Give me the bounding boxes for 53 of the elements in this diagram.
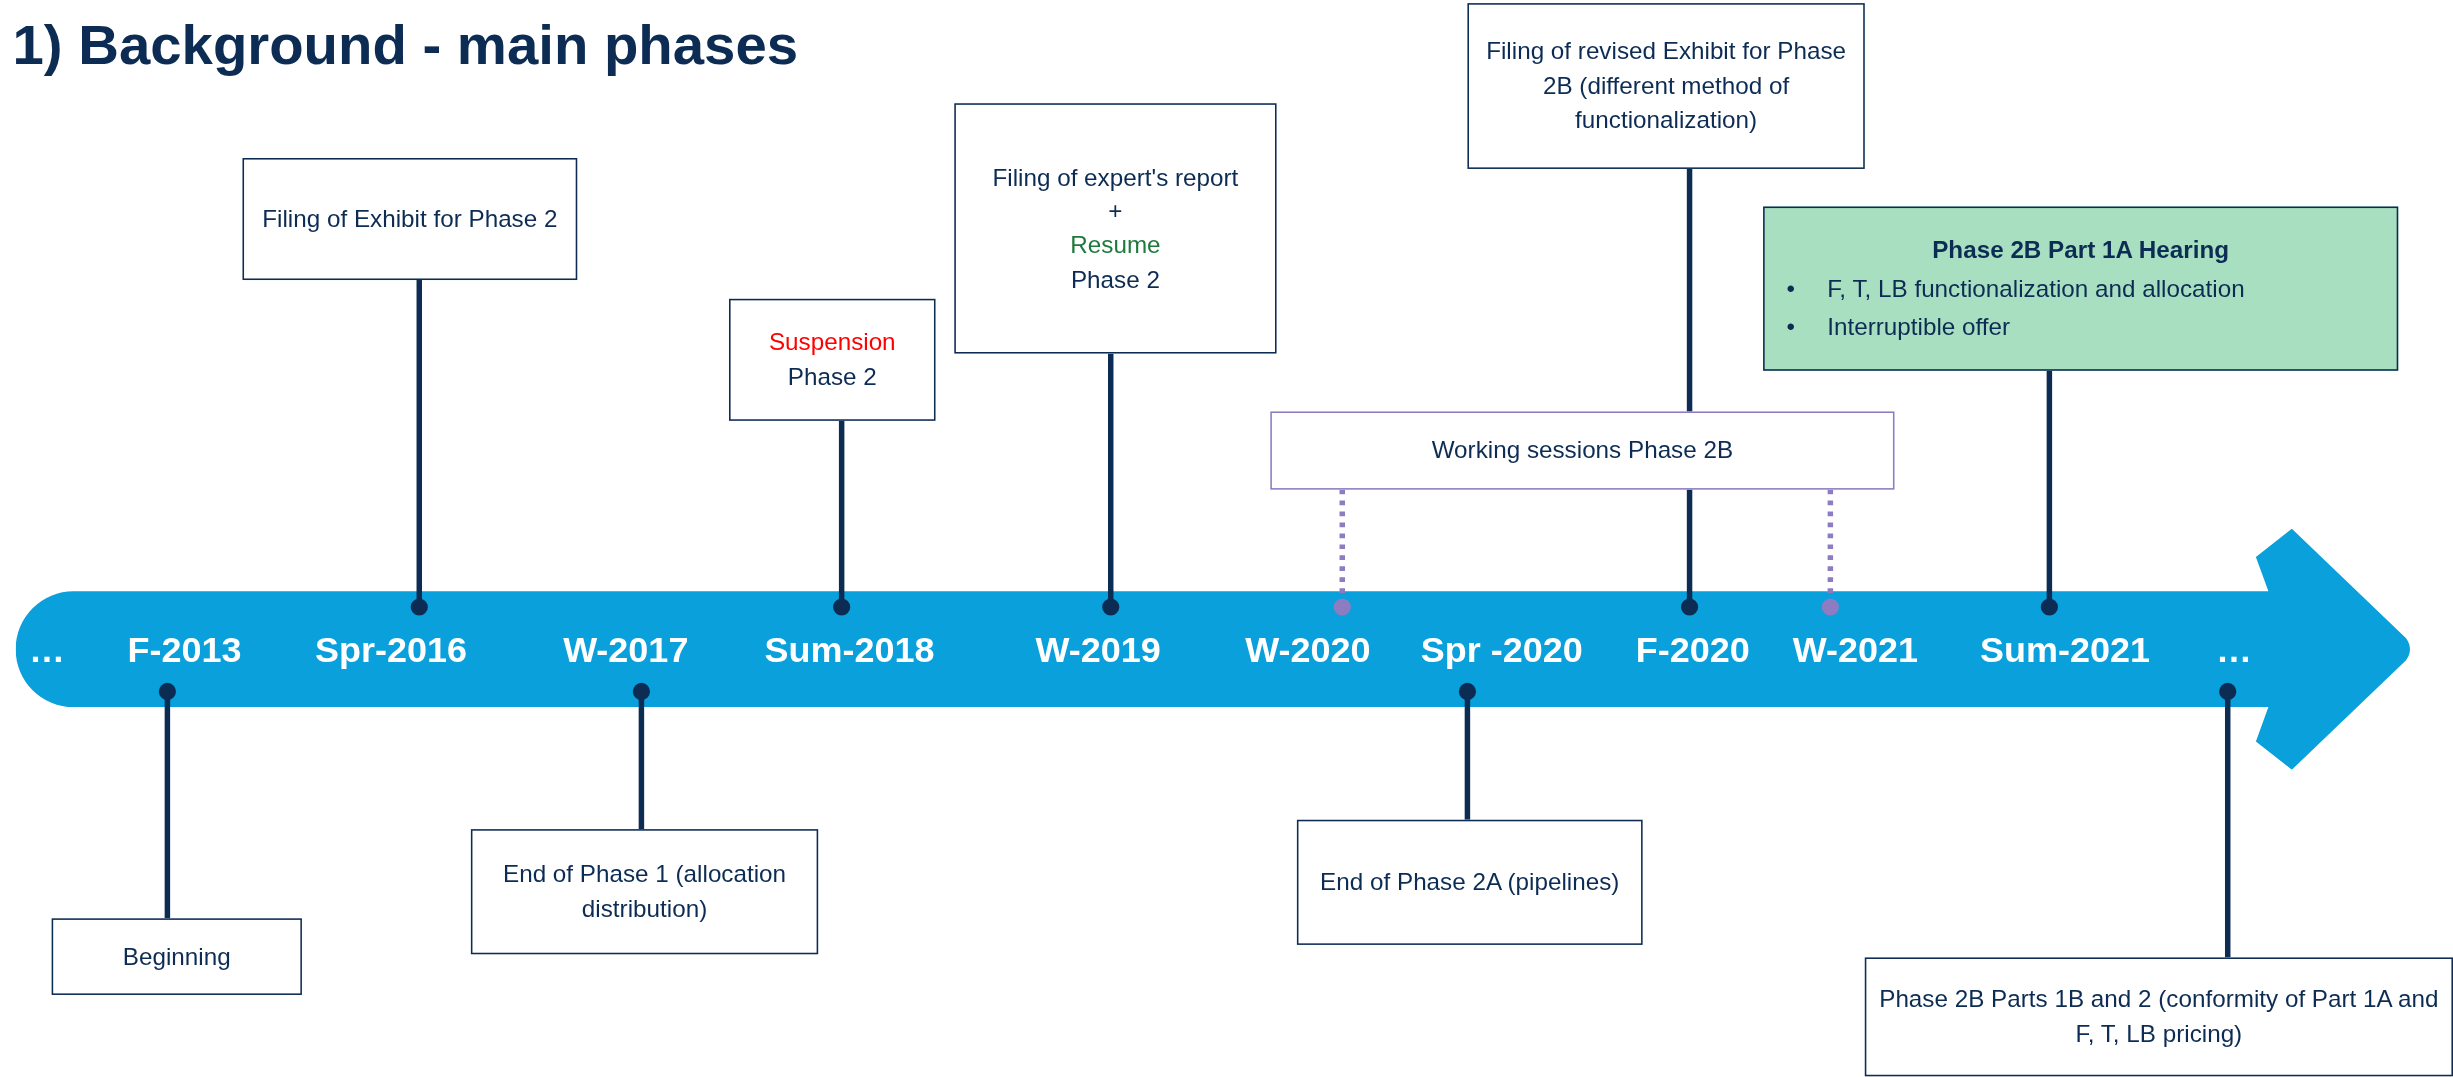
date-label: W-2019	[1035, 607, 1161, 692]
highlight-box	[1763, 206, 2399, 371]
date-label: W-2017	[563, 607, 689, 692]
timeline-arrow	[15, 528, 2410, 770]
leader-line	[2040, 370, 2058, 616]
event-box	[729, 298, 936, 421]
event-box	[242, 158, 578, 281]
box-text: Suspension	[768, 328, 896, 358]
box-text: +	[1108, 196, 1123, 227]
leader-line	[410, 280, 428, 616]
bullet-text: Interruptible offer	[1827, 312, 2011, 342]
leader-line	[833, 420, 851, 616]
event-box	[1270, 411, 1895, 490]
box-text: Phase 2	[1070, 264, 1160, 295]
date-label: F-2013	[127, 607, 242, 692]
bullet-text: F, T, LB functionalization and allocation	[1827, 273, 2245, 304]
date-label: W-2021	[1792, 607, 1919, 692]
box-text: Working sessions Phase 2B	[1431, 435, 1734, 466]
date-label: W-2020	[1245, 607, 1371, 692]
box-text: Filing of revised Exhibit for Phase 2B (different method of functionalization)	[1485, 37, 1848, 135]
box-heading: Phase 2B Part 1A Hearing	[1932, 235, 2230, 265]
box-text: Resume	[1070, 230, 1161, 261]
box-text: Filing of expert's report	[992, 162, 1239, 193]
box-text: Beginning	[122, 941, 231, 972]
leader-line	[158, 682, 176, 919]
event-box	[1864, 957, 2453, 1077]
bullet-marker: •	[1785, 312, 1797, 342]
event-box	[51, 918, 302, 995]
event-box	[954, 103, 1277, 354]
date-label: F-2020	[1635, 607, 1750, 692]
date-label: Spr -2020	[1420, 607, 1583, 692]
event-box	[1296, 819, 1643, 945]
box-text: Phase 2	[787, 361, 877, 392]
leader-line	[632, 682, 650, 830]
leader-line	[1458, 682, 1476, 820]
box-text: End of Phase 1 (allocation distribution)	[502, 859, 788, 924]
date-label: Spr-2016	[315, 607, 468, 692]
date-label: Sum-2018	[764, 607, 935, 692]
leader-line	[1102, 353, 1120, 616]
box-text: Phase 2B Parts 1B and 2 (conformity of Part 1A and F, T, LB pricing)	[1878, 985, 2439, 1049]
event-box	[1467, 3, 1865, 169]
event-box	[470, 829, 819, 955]
title: 1) Background - main phases	[12, 12, 799, 79]
leader-line	[1680, 168, 1699, 616]
date-label: …	[28, 607, 65, 692]
box-text: End of Phase 2A (pipelines)	[1320, 867, 1620, 898]
leader-line	[1821, 489, 1839, 616]
box-text: Filing of Exhibit for Phase 2	[262, 204, 558, 234]
bullet-marker: •	[1785, 273, 1797, 304]
leader-line	[2219, 682, 2237, 958]
date-label: Sum-2021	[1980, 607, 2151, 692]
leader-line	[1333, 489, 1351, 616]
date-label: …	[2216, 607, 2252, 692]
